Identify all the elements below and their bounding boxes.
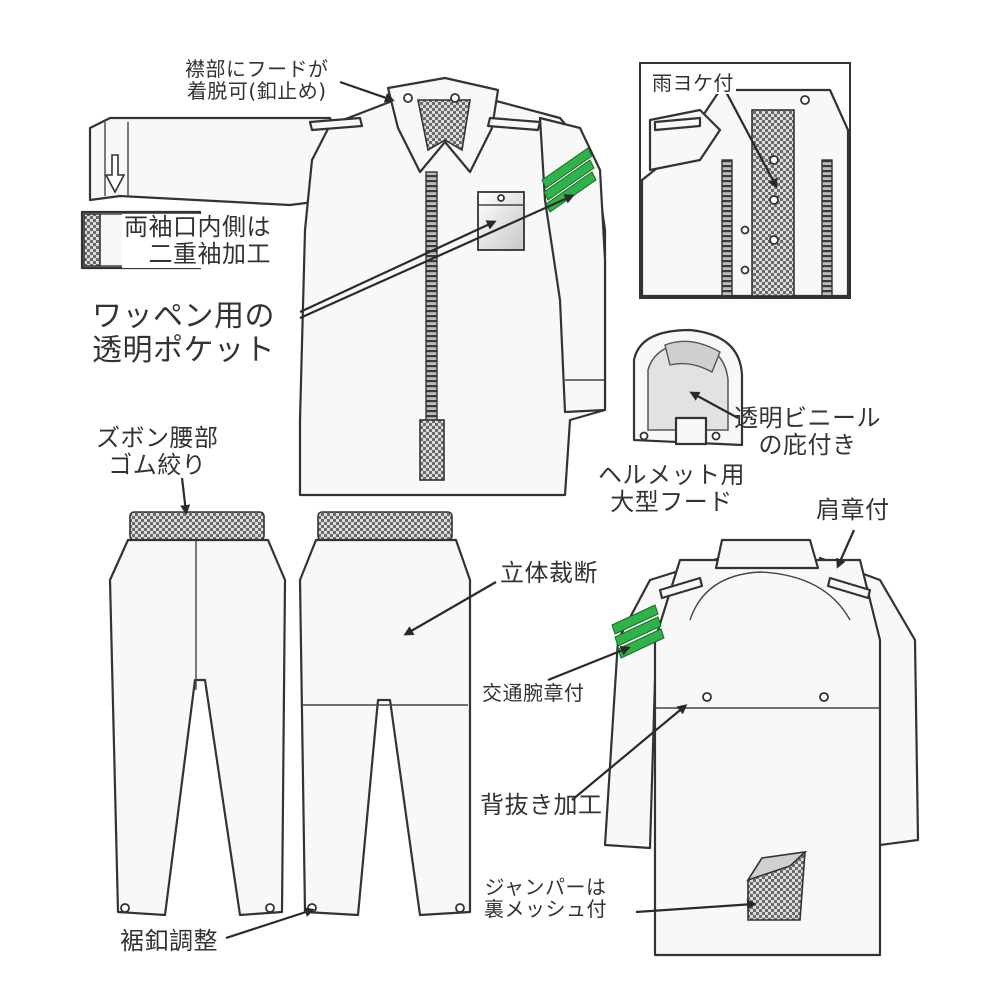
label-double-cuff: 両袖口内側は 二重袖加工: [122, 213, 273, 268]
label-waist: ズボン腰部 ゴム絞り: [96, 424, 219, 479]
inset-rain-guard: [639, 62, 851, 299]
label-rain-guard: 雨ヨケ付: [650, 71, 736, 95]
pants-front: [108, 511, 287, 917]
jacket-back: [603, 538, 920, 957]
label-helmet-hood: ヘルメット用 大型フード: [598, 461, 745, 516]
label-armband: 交通腕章付: [482, 681, 585, 705]
label-shoulder-strap: 肩章付: [816, 496, 890, 524]
pants-back: [298, 511, 472, 917]
jacket-front: [80, 76, 607, 497]
label-visor: 透明ビニール の庇付き: [734, 404, 881, 459]
label-hem-button: 裾釦調整: [120, 927, 218, 955]
label-mesh-lining: ジャンパーは 裏メッシュ付: [484, 875, 607, 922]
label-3d-cut: 立体裁断: [500, 559, 598, 587]
label-pocket: ワッペン用の 透明ポケット: [92, 299, 275, 368]
helmet-hood: [632, 328, 744, 447]
leader-lines: [180, 80, 856, 940]
label-hood-collar: 襟部にフードが 着脱可(釦止め): [185, 57, 329, 104]
label-back-vent: 背抜き加工: [480, 791, 603, 819]
